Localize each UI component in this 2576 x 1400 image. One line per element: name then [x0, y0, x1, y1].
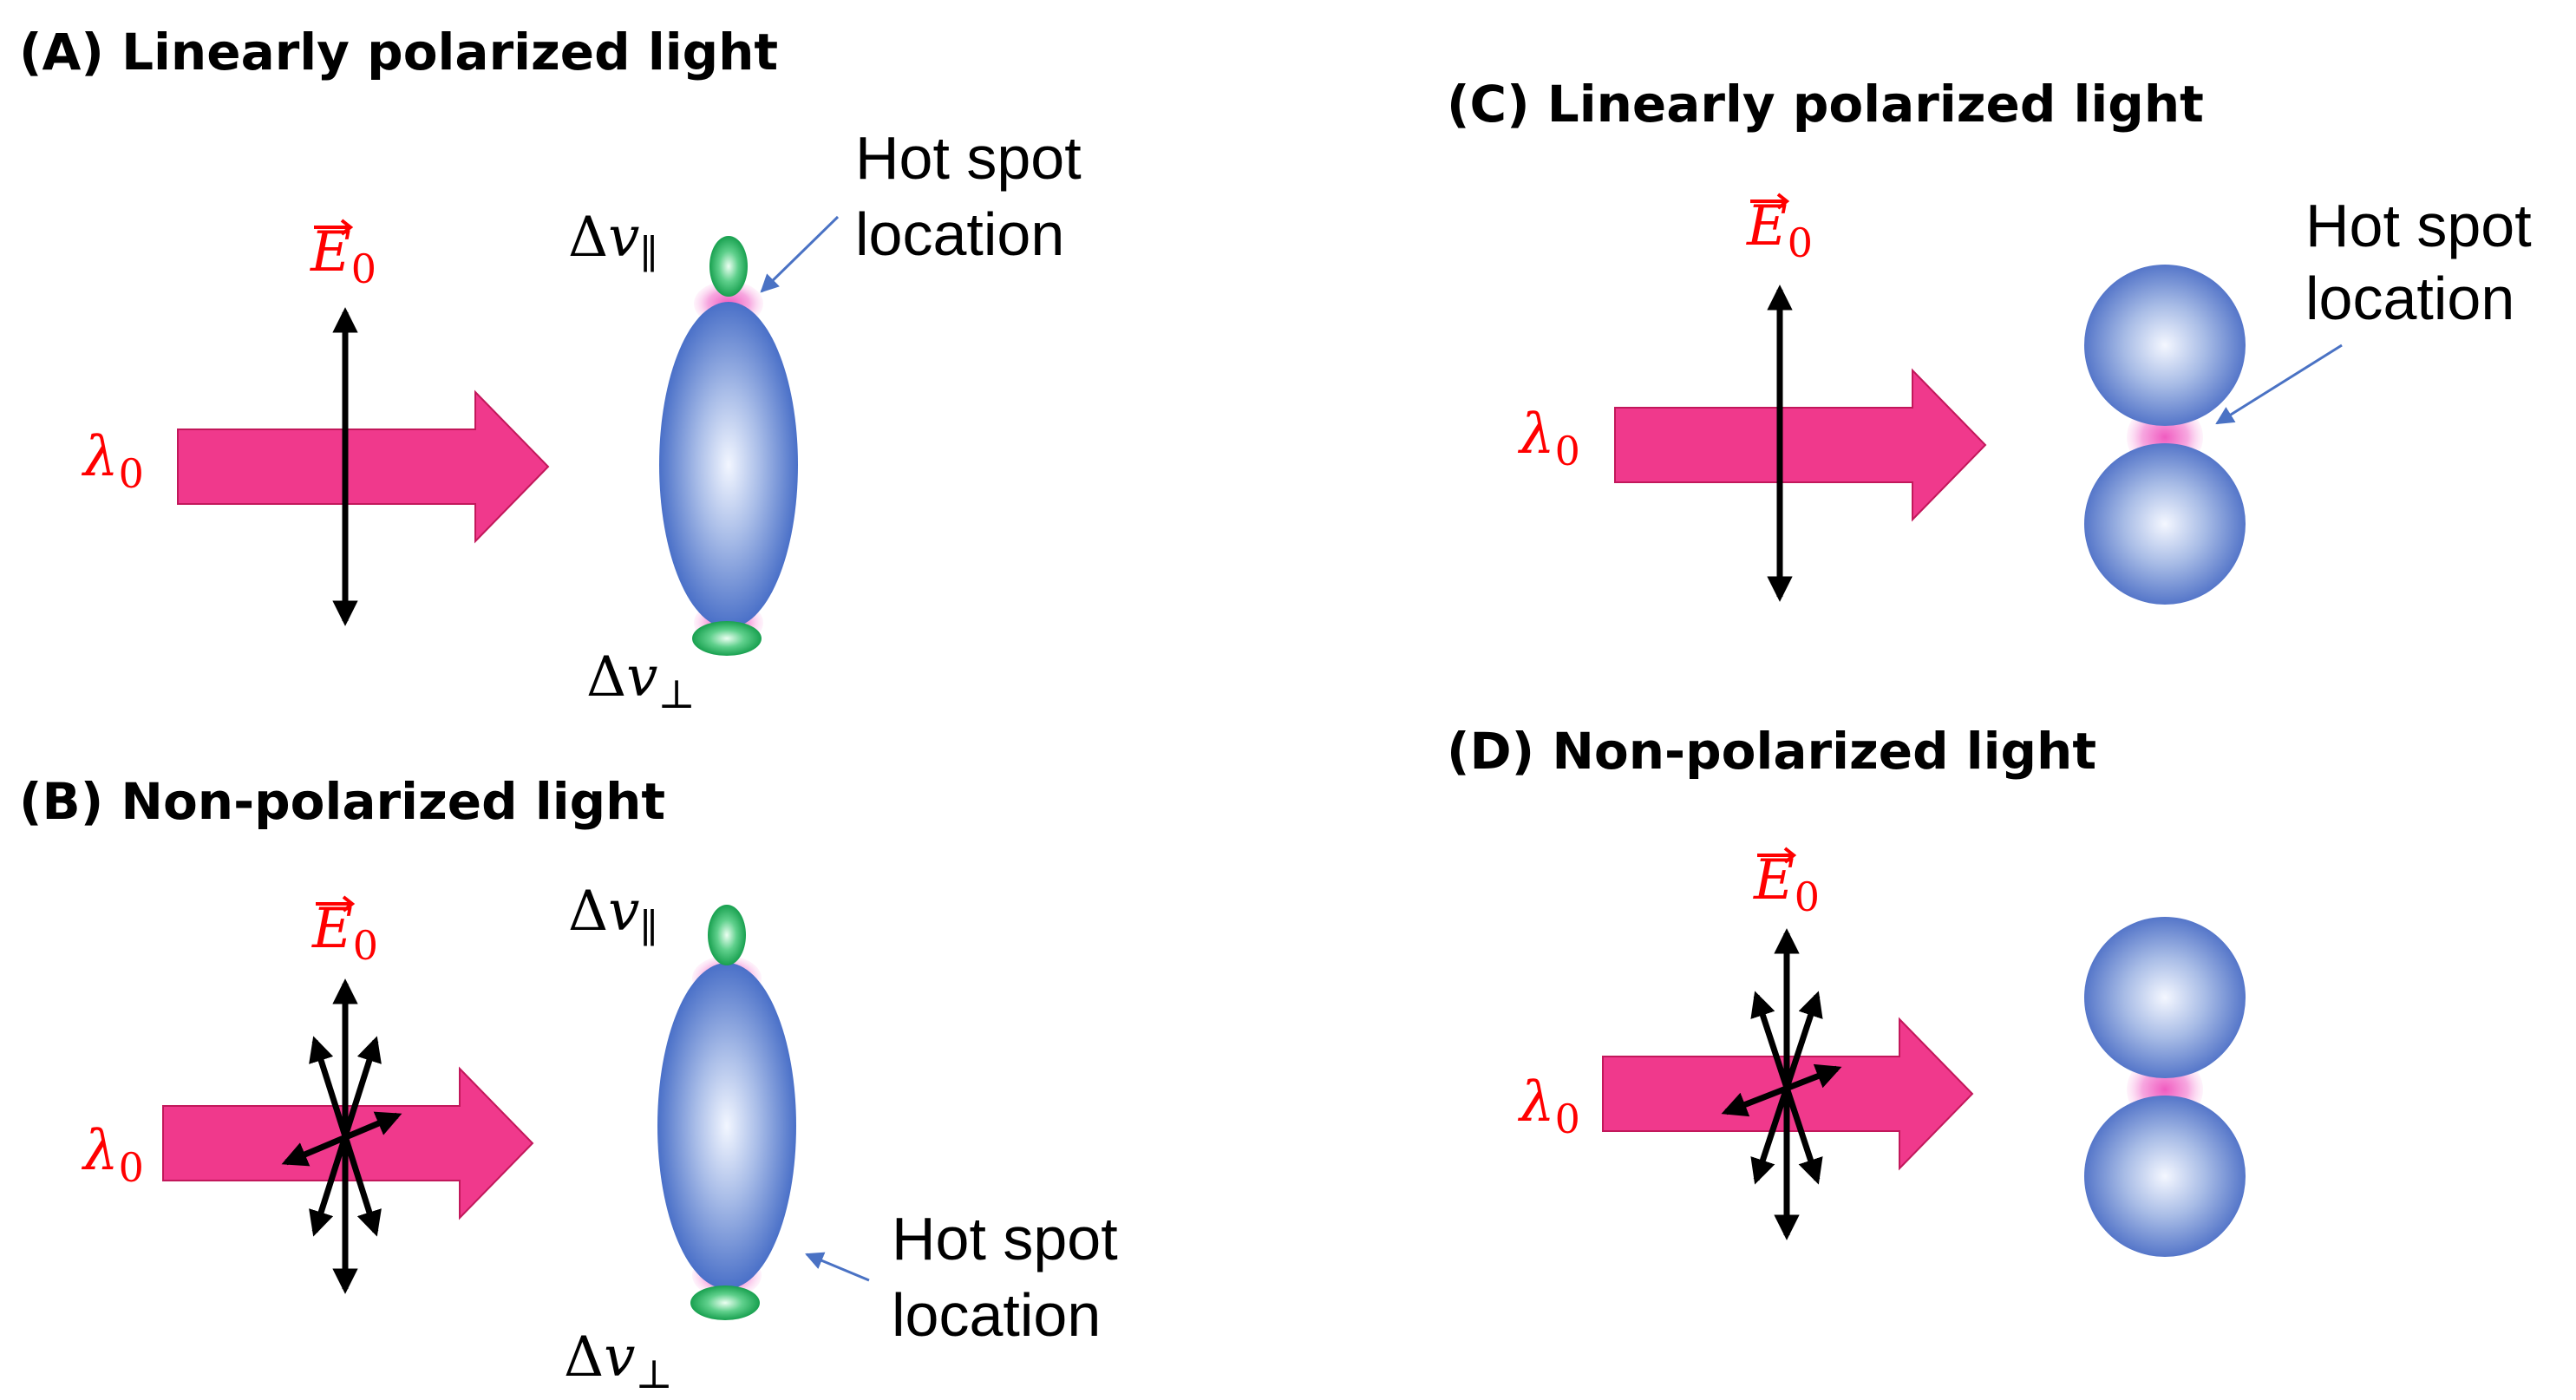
hot-spot-label-line-2: location: [855, 200, 1064, 268]
delta-nu-perpendicular-label: Δv⊥: [564, 1325, 673, 1397]
unpolarized-field-arrows: [281, 978, 402, 1294]
hot-spot-label-line-2: location: [2305, 265, 2514, 332]
ellipsoid-nanoparticle: [657, 963, 796, 1289]
delta-nu-perpendicular-label: Δv⊥: [586, 645, 696, 717]
svg-text:E0: E0: [311, 897, 378, 969]
incident-beam-arrow: [1614, 368, 1987, 522]
hot-spot-label-line-1: Hot spot: [892, 1205, 1118, 1272]
panel-c: (C) Linearly polarized light E0 λ0 Hot s…: [1447, 75, 2532, 605]
hot-spot-perpendicular: [692, 621, 762, 656]
field-symbol: E0: [311, 895, 378, 969]
panel-c-title: (C) Linearly polarized light: [1447, 75, 2204, 134]
wavelength-symbol: λ0: [1517, 402, 1580, 474]
wavelength-symbol: λ0: [81, 425, 144, 497]
hot-spot-pointer-arrow: [805, 1252, 870, 1282]
incident-beam-arrow: [177, 389, 550, 544]
nanosphere-top: [2084, 265, 2246, 426]
hot-spot-label-line-2: location: [892, 1281, 1101, 1349]
field-symbol: E0: [1746, 193, 1813, 266]
hot-spot-parallel: [709, 236, 748, 297]
hot-spot-parallel: [708, 905, 746, 965]
panel-b-title: (B) Non-polarized light: [19, 772, 665, 831]
hot-spot-pointer-arrow: [2215, 343, 2343, 425]
nanosphere-bottom: [2084, 1096, 2246, 1257]
ellipsoid-nanoparticle: [659, 302, 798, 628]
unpolarized-field-arrows: [1721, 928, 1842, 1240]
panel-a-title: (A) Linearly polarized light: [19, 23, 778, 82]
field-symbol: E0: [310, 219, 376, 292]
delta-nu-parallel-label: Δv∥: [568, 206, 658, 278]
panel-d: (D) Non-polarized light E0 λ0: [1447, 722, 2246, 1257]
hot-spot-label-line-1: Hot spot: [2305, 192, 2532, 259]
nanosphere-bottom: [2084, 443, 2246, 605]
delta-nu-parallel-label: Δv∥: [568, 880, 658, 952]
hot-spot-pointer-arrow: [760, 215, 840, 293]
panel-b: (B) Non-polarized light E0 λ0 Δv∥ Δv⊥ Ho…: [19, 772, 1118, 1397]
nanosphere-top: [2084, 917, 2246, 1078]
field-symbol: E0: [1753, 847, 1820, 920]
panel-a: (A) Linearly polarized light E0 λ0 Δv∥ Δ…: [19, 23, 1082, 717]
hot-spot-perpendicular: [690, 1286, 760, 1320]
panel-d-title: (D) Non-polarized light: [1447, 722, 2096, 781]
wavelength-symbol: λ0: [1517, 1070, 1580, 1142]
wavelength-symbol: λ0: [81, 1119, 144, 1191]
hot-spot-label-line-1: Hot spot: [855, 124, 1082, 192]
